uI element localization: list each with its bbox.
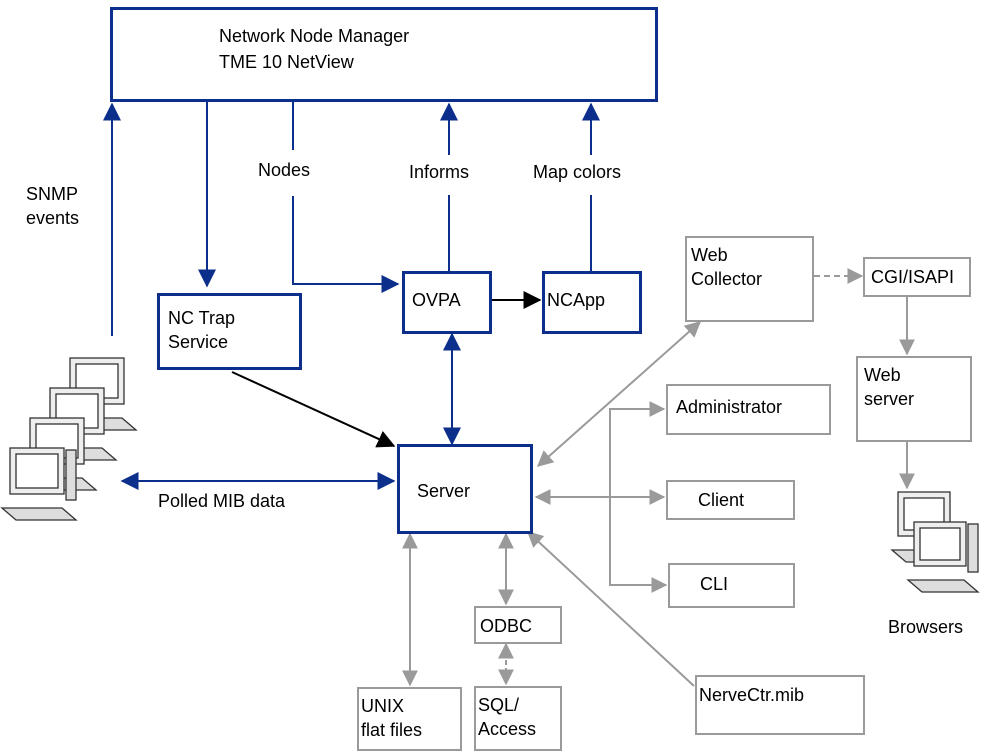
nervectr-mib-box[interactable]: NerveCtr.mib: [695, 675, 865, 735]
ncapp-label: NCApp: [547, 290, 606, 310]
nctrap-to-server-arrow: [231, 371, 396, 448]
server-box[interactable]: Server: [397, 444, 533, 534]
informs-label-gap: [400, 155, 500, 195]
nervectr-label: NerveCtr.mib: [699, 685, 805, 705]
nodes-arrow: [292, 196, 400, 293]
cli-box[interactable]: CLI: [668, 563, 795, 608]
administrator-box[interactable]: Administrator: [666, 384, 831, 435]
nnm-line1: Network Node Manager: [219, 26, 410, 46]
ncapp-box[interactable]: NCApp: [542, 271, 642, 334]
odbc-box[interactable]: ODBC: [474, 606, 562, 644]
snmp-events-label: SNMP events: [26, 184, 80, 228]
map-colors-label-gap: [525, 155, 650, 195]
web-server-label: Web server: [864, 365, 915, 409]
client-box[interactable]: Client: [666, 480, 795, 520]
ovpa-box[interactable]: OVPA: [402, 271, 492, 334]
browsers-icon: [890, 491, 980, 593]
informs-label: Informs: [409, 162, 470, 182]
cgi-isapi-box[interactable]: CGI/ISAPI: [863, 257, 971, 297]
unix-flat-files-box[interactable]: UNIX flat files: [357, 687, 462, 751]
webcollector-server-arrow: [537, 321, 701, 467]
administrator-label: Administrator: [676, 397, 783, 417]
server-label: Server: [417, 481, 471, 501]
nc-trap-service-box[interactable]: NC Trap Service: [157, 293, 302, 370]
odbc-label: ODBC: [480, 616, 533, 636]
map-colors-label: Map colors: [533, 162, 622, 182]
client-label: Client: [698, 490, 745, 510]
clients-bracket: [609, 408, 664, 586]
nnm-line2: TME 10 NetView: [219, 52, 354, 72]
sql-label: SQL/ Access: [478, 695, 537, 739]
web-collector-box[interactable]: Web Collector: [685, 236, 814, 322]
workstations-icon: [0, 357, 138, 521]
web-collector-label: Web Collector: [691, 245, 763, 289]
unix-label: UNIX flat files: [361, 696, 423, 740]
nodes-label: Nodes: [258, 160, 311, 180]
web-server-box[interactable]: Web server: [856, 356, 972, 442]
polled-mib-label: Polled MIB data: [158, 491, 286, 511]
network-node-manager-box[interactable]: Network Node Manager TME 10 NetView: [110, 7, 658, 102]
cgi-isapi-label: CGI/ISAPI: [871, 267, 955, 287]
nc-trap-label: NC Trap Service: [168, 308, 236, 352]
cli-label: CLI: [700, 574, 729, 594]
nervectr-server-arrow: [527, 531, 695, 687]
sql-access-box[interactable]: SQL/ Access: [474, 686, 562, 751]
browsers-label: Browsers: [888, 617, 964, 637]
ovpa-label: OVPA: [412, 290, 461, 310]
